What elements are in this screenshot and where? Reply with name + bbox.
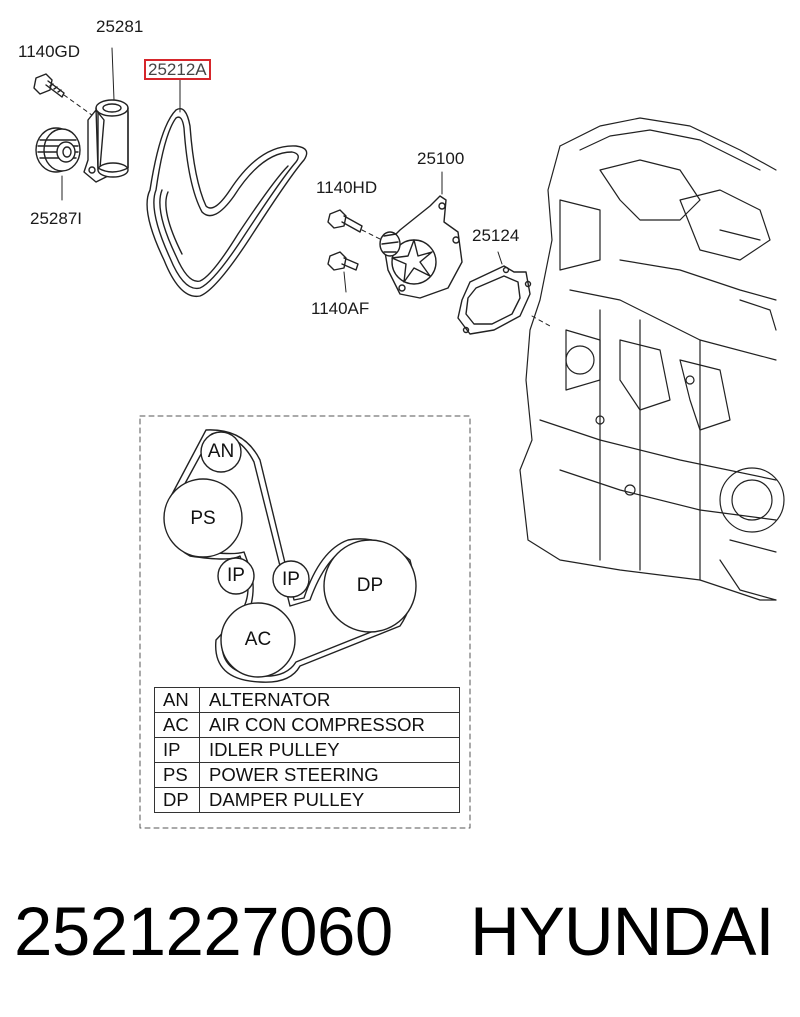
legend-row: AC AIR CON COMPRESSOR xyxy=(154,712,460,738)
pulley-label-ip-right: IP xyxy=(282,569,300,590)
legend-abbr: AN xyxy=(154,687,200,713)
legend-row: PS POWER STEERING xyxy=(154,762,460,788)
callout-25100[interactable]: 25100 xyxy=(417,149,465,168)
tensioner-25281-drawing xyxy=(83,47,129,183)
bolt-1140af-drawing xyxy=(327,251,359,293)
idler-25287i-drawing xyxy=(35,127,81,201)
legend-row: DP DAMPER PULLEY xyxy=(154,787,460,813)
engine-block-drawing xyxy=(519,117,785,601)
legend-name: ALTERNATOR xyxy=(199,687,460,713)
pulley-label-ip-left: IP xyxy=(227,565,245,586)
pulley-label-ac: AC xyxy=(244,629,272,650)
callout-1140af[interactable]: 1140AF xyxy=(311,299,370,318)
bolt-1140hd-drawing xyxy=(327,209,383,241)
callout-25281[interactable]: 25281 xyxy=(96,17,144,36)
pulley-legend-table: AN ALTERNATOR AC AIR CON COMPRESSOR IP I… xyxy=(154,687,460,813)
brand-name: HYUNDAI xyxy=(470,893,775,970)
callout-25212a[interactable]: 25212A xyxy=(144,59,211,80)
legend-abbr: IP xyxy=(154,737,200,763)
legend-name: AIR CON COMPRESSOR xyxy=(199,712,460,738)
water-pump-25100-drawing xyxy=(379,171,463,299)
gasket-25124-drawing xyxy=(457,251,551,335)
legend-row: AN ALTERNATOR xyxy=(154,687,460,713)
callout-1140hd[interactable]: 1140HD xyxy=(316,178,378,197)
legend-name: DAMPER PULLEY xyxy=(199,787,460,813)
legend-name: IDLER PULLEY xyxy=(199,737,460,763)
callout-1140gd[interactable]: 1140GD xyxy=(18,42,81,61)
belt-routing-inset-border xyxy=(139,415,471,829)
pulley-label-dp: DP xyxy=(356,575,384,596)
pulley-label-ps: PS xyxy=(190,508,216,529)
legend-row: IP IDLER PULLEY xyxy=(154,737,460,763)
bolt-1140gd-drawing xyxy=(33,73,97,119)
legend-abbr: PS xyxy=(154,762,200,788)
callout-25287i[interactable]: 25287I xyxy=(30,209,82,228)
legend-abbr: DP xyxy=(154,787,200,813)
belt-routing-drawing xyxy=(166,429,415,683)
parts-diagram xyxy=(33,47,785,829)
part-number: 2521227060 xyxy=(14,893,393,970)
pulleys-drawing xyxy=(163,431,417,678)
belt-25212a-drawing xyxy=(146,79,308,298)
callout-25124[interactable]: 25124 xyxy=(472,226,520,245)
legend-name: POWER STEERING xyxy=(199,762,460,788)
legend-abbr: AC xyxy=(154,712,200,738)
pulley-label-an: AN xyxy=(207,441,235,462)
